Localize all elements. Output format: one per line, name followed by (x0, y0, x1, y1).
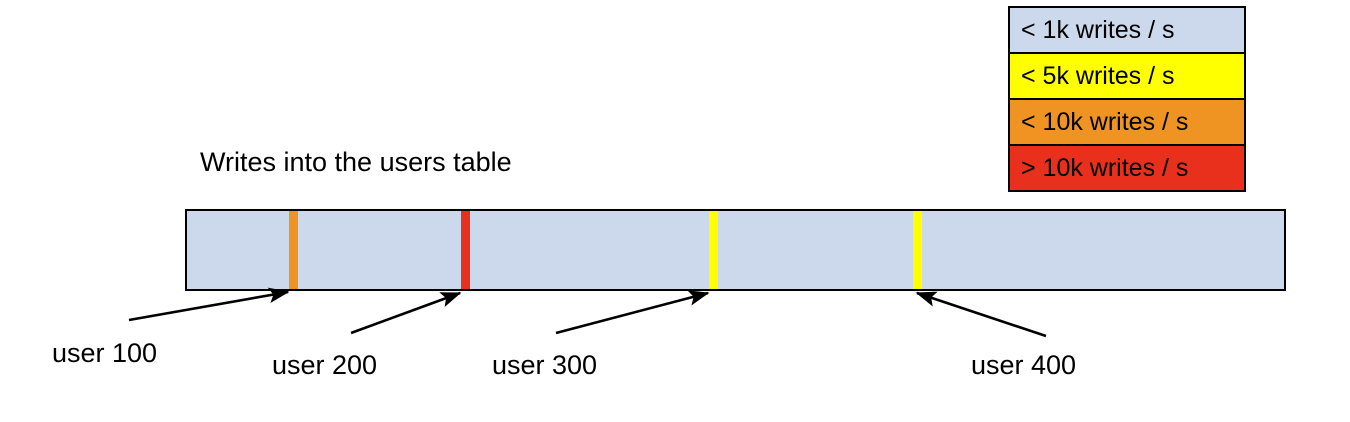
marker-user-300 (709, 211, 718, 289)
chart-title: Writes into the users table (200, 147, 512, 177)
label-user-300: user 300 (492, 350, 598, 380)
marker-user-200 (461, 211, 470, 289)
legend-item-label: < 1k writes / s (1021, 15, 1175, 44)
label-user-100: user 100 (52, 338, 158, 368)
label-user-200: user 200 (272, 350, 378, 380)
legend-item-label: < 10k writes / s (1021, 107, 1189, 136)
label-user-400: user 400 (971, 350, 1077, 380)
legend-item-label: < 5k writes / s (1021, 61, 1175, 90)
arrow-user-300 (555, 290, 710, 335)
legend-item-gt-10k: > 10k writes / s (1010, 146, 1244, 190)
arrow-user-400 (915, 291, 1047, 338)
arrow-user-200 (350, 291, 462, 335)
legend-item-lt-5k: < 5k writes / s (1010, 54, 1244, 100)
marker-user-400 (913, 211, 922, 289)
marker-user-100 (289, 211, 298, 289)
legend-item-lt-10k: < 10k writes / s (1010, 100, 1244, 146)
legend-item-label: > 10k writes / s (1021, 153, 1189, 182)
arrow-user-100 (128, 287, 290, 322)
legend: < 1k writes / s < 5k writes / s < 10k wr… (1008, 6, 1246, 192)
legend-item-lt-1k: < 1k writes / s (1010, 8, 1244, 54)
users-table-keyspace-bar (185, 209, 1286, 291)
